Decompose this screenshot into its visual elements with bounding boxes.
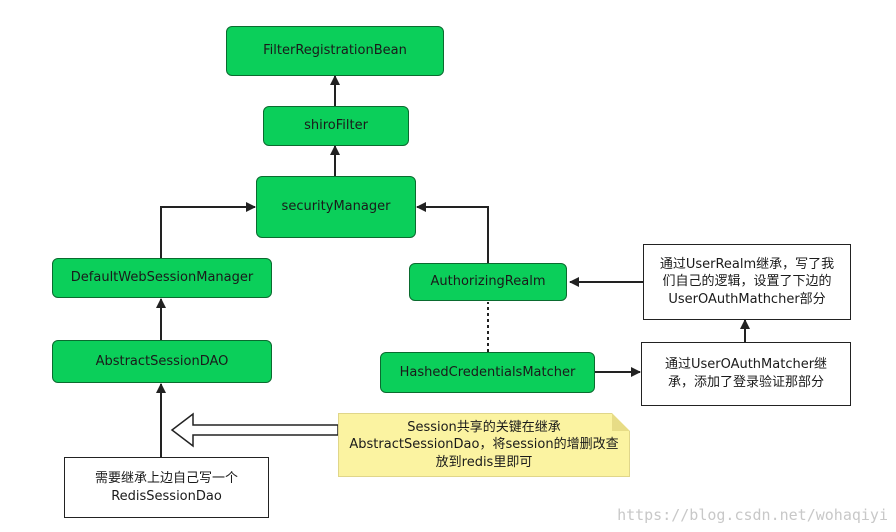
watermark: https://blog.csdn.net/wohaqiyi [617, 506, 888, 524]
node-shiro-filter: shiroFilter [263, 106, 409, 146]
note-redis-session-dao: 需要继承上边自己写一个RedisSessionDao [64, 457, 269, 518]
note-oauth-matcher: 通过UserOAuthMatcher继承，添加了登录验证那部分 [641, 342, 851, 406]
node-default-web-session-manager: DefaultWebSessionManager [52, 258, 272, 298]
note-user-realm: 通过UserRealm继承，写了我们自己的逻辑，设置了下边的UserOAuthM… [643, 244, 851, 320]
note-session-sharing: Session共享的关键在继承AbstractSessionDao，将sessi… [338, 413, 630, 477]
note-fold-corner [612, 413, 630, 431]
node-authorizing-realm: AuthorizingRealm [409, 263, 567, 301]
node-hashed-credentials-matcher: HashedCredentialsMatcher [380, 352, 595, 393]
node-abstract-session-dao: AbstractSessionDAO [52, 340, 272, 383]
node-filter-registration-bean: FilterRegistrationBean [226, 26, 444, 76]
edge-realm-to-securitymanager [416, 202, 489, 263]
hollow-arrow [170, 412, 339, 448]
node-security-manager: securityManager [256, 176, 416, 238]
edge-sessionmanager-to-securitymanager [160, 202, 256, 258]
